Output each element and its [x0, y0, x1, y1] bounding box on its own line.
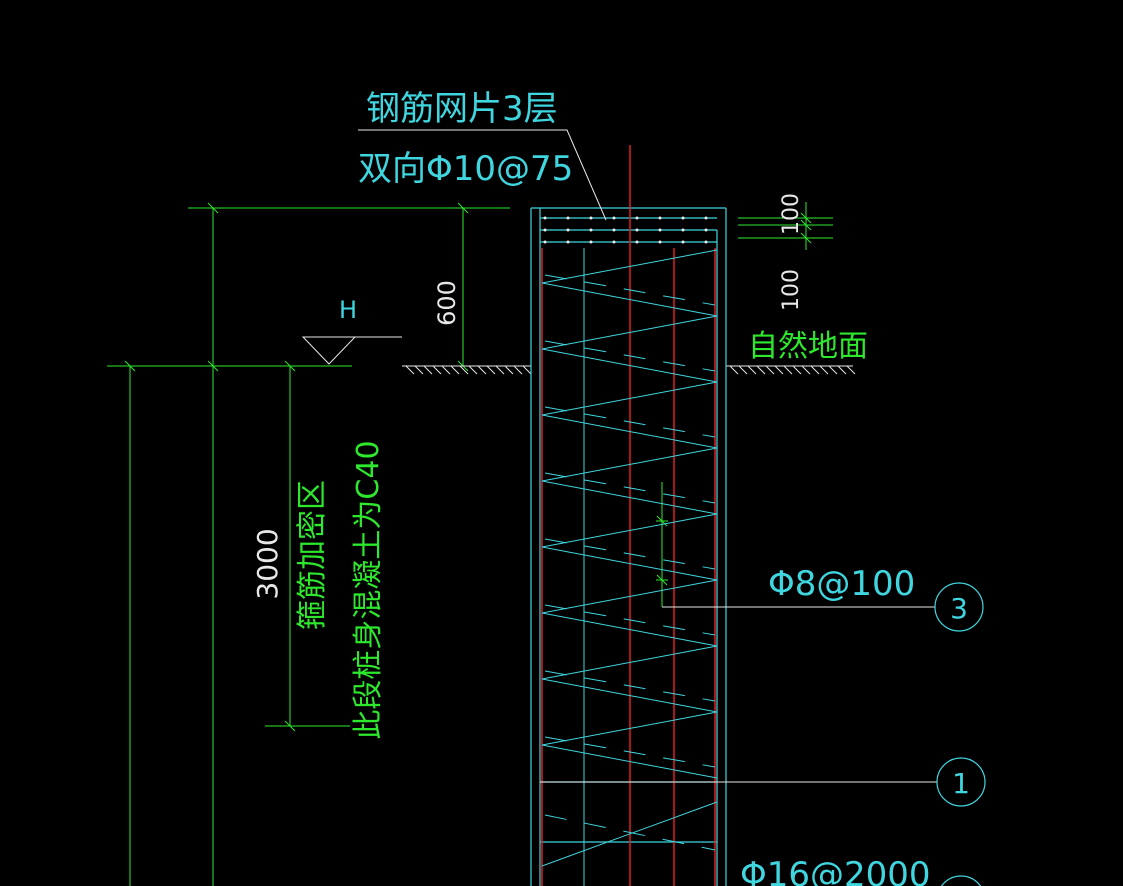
spiral-back-segment	[544, 340, 716, 372]
spiral-stirrups	[541, 249, 718, 867]
spiral-back-segment	[544, 736, 716, 768]
main-bar-spec: Φ16@2000	[740, 855, 931, 886]
callout-1-circle	[936, 757, 986, 807]
hatch-mark	[738, 365, 748, 375]
mesh-dot	[589, 228, 593, 232]
spiral-back-segment	[544, 670, 716, 702]
mesh-dot	[658, 240, 662, 244]
spiral-stirrup	[541, 249, 718, 779]
mesh-dot	[543, 240, 547, 244]
hatch-mark	[495, 365, 505, 375]
mesh-dot	[543, 228, 547, 232]
hatch-mark	[765, 365, 775, 375]
mesh-bar-dots	[543, 216, 708, 244]
hatch-mark	[522, 365, 532, 375]
mesh-dot	[566, 216, 570, 220]
mesh-dot	[566, 240, 570, 244]
mesh-dot	[658, 216, 662, 220]
leader-lines	[358, 129, 937, 783]
spiral-back-segment	[544, 814, 716, 851]
hatch-mark	[828, 365, 838, 375]
mesh-dot	[704, 216, 708, 220]
hatch-mark	[837, 365, 847, 375]
callouts	[934, 582, 986, 886]
hatch-mark	[729, 365, 739, 375]
hatch-mark	[513, 365, 523, 375]
hatch-mark	[414, 365, 424, 375]
mesh-dot	[681, 228, 685, 232]
callout-partial-circle	[940, 875, 982, 886]
mesh-dot	[543, 216, 547, 220]
hatch-mark	[477, 365, 487, 375]
pile-body	[530, 207, 727, 886]
mesh-dot	[589, 240, 593, 244]
hatch-mark	[504, 365, 514, 375]
mesh-dot	[704, 228, 708, 232]
callout-3-circle	[934, 582, 984, 632]
mesh-dot	[635, 228, 639, 232]
dim-600-text: 600	[433, 280, 461, 326]
spiral-back-segment	[544, 472, 716, 504]
hatch-mark	[423, 365, 433, 375]
mesh-dot	[635, 216, 639, 220]
hatch-mark	[801, 365, 811, 375]
ground-hatch	[402, 365, 856, 375]
dim-3000-text: 3000	[251, 528, 284, 599]
main-bars	[541, 145, 716, 886]
hatch-mark	[756, 365, 766, 375]
callout-1-label: 1	[952, 767, 970, 800]
dimension-lines	[107, 202, 833, 886]
spiral-back-segment	[544, 406, 716, 438]
hatch-mark	[450, 365, 460, 375]
stirrup-spec: Φ8@100	[768, 564, 915, 604]
concrete-note: 此段桩身混凝土为C40	[351, 440, 386, 739]
hatch-mark	[441, 365, 451, 375]
hatch-mark	[819, 365, 829, 375]
spiral-stirrup-lower	[541, 801, 718, 867]
spiral-back-segment	[544, 604, 716, 636]
ground-label: 自然地面	[748, 329, 868, 364]
hatch-mark	[459, 365, 469, 375]
mesh-title: 钢筋网片3层	[366, 89, 558, 129]
stirrup-zone-text: 箍筋加密区	[295, 480, 330, 630]
mesh-dot	[635, 240, 639, 244]
hatch-mark	[432, 365, 442, 375]
hatch-mark	[846, 365, 856, 375]
hatch-mark	[783, 365, 793, 375]
hatch-mark	[792, 365, 802, 375]
hatch-mark	[810, 365, 820, 375]
mesh-dot	[704, 240, 708, 244]
hatch-mark	[486, 365, 496, 375]
dim-100-text: 100	[779, 269, 804, 311]
mesh-dot	[612, 240, 616, 244]
mesh-dot	[681, 240, 685, 244]
mesh-dot	[566, 228, 570, 232]
mesh-dot	[589, 216, 593, 220]
hatch-mark	[405, 365, 415, 375]
hatch-mark	[747, 365, 757, 375]
mesh-spec: 双向Φ10@75	[358, 149, 573, 189]
hatch-mark	[774, 365, 784, 375]
hatch-mark	[468, 365, 478, 375]
mesh-dot	[612, 216, 616, 220]
mesh-dot	[658, 228, 662, 232]
elevation-mark: H	[339, 296, 357, 324]
spiral-back-segment	[544, 538, 716, 570]
mesh-dot	[612, 228, 616, 232]
spiral-back-segment	[544, 274, 716, 306]
dim-100-top-text: 100	[779, 193, 804, 235]
elevation-symbol	[301, 336, 402, 365]
callout-3-label: 3	[950, 592, 968, 625]
mesh-leader	[358, 129, 607, 221]
mesh-dot	[681, 216, 685, 220]
